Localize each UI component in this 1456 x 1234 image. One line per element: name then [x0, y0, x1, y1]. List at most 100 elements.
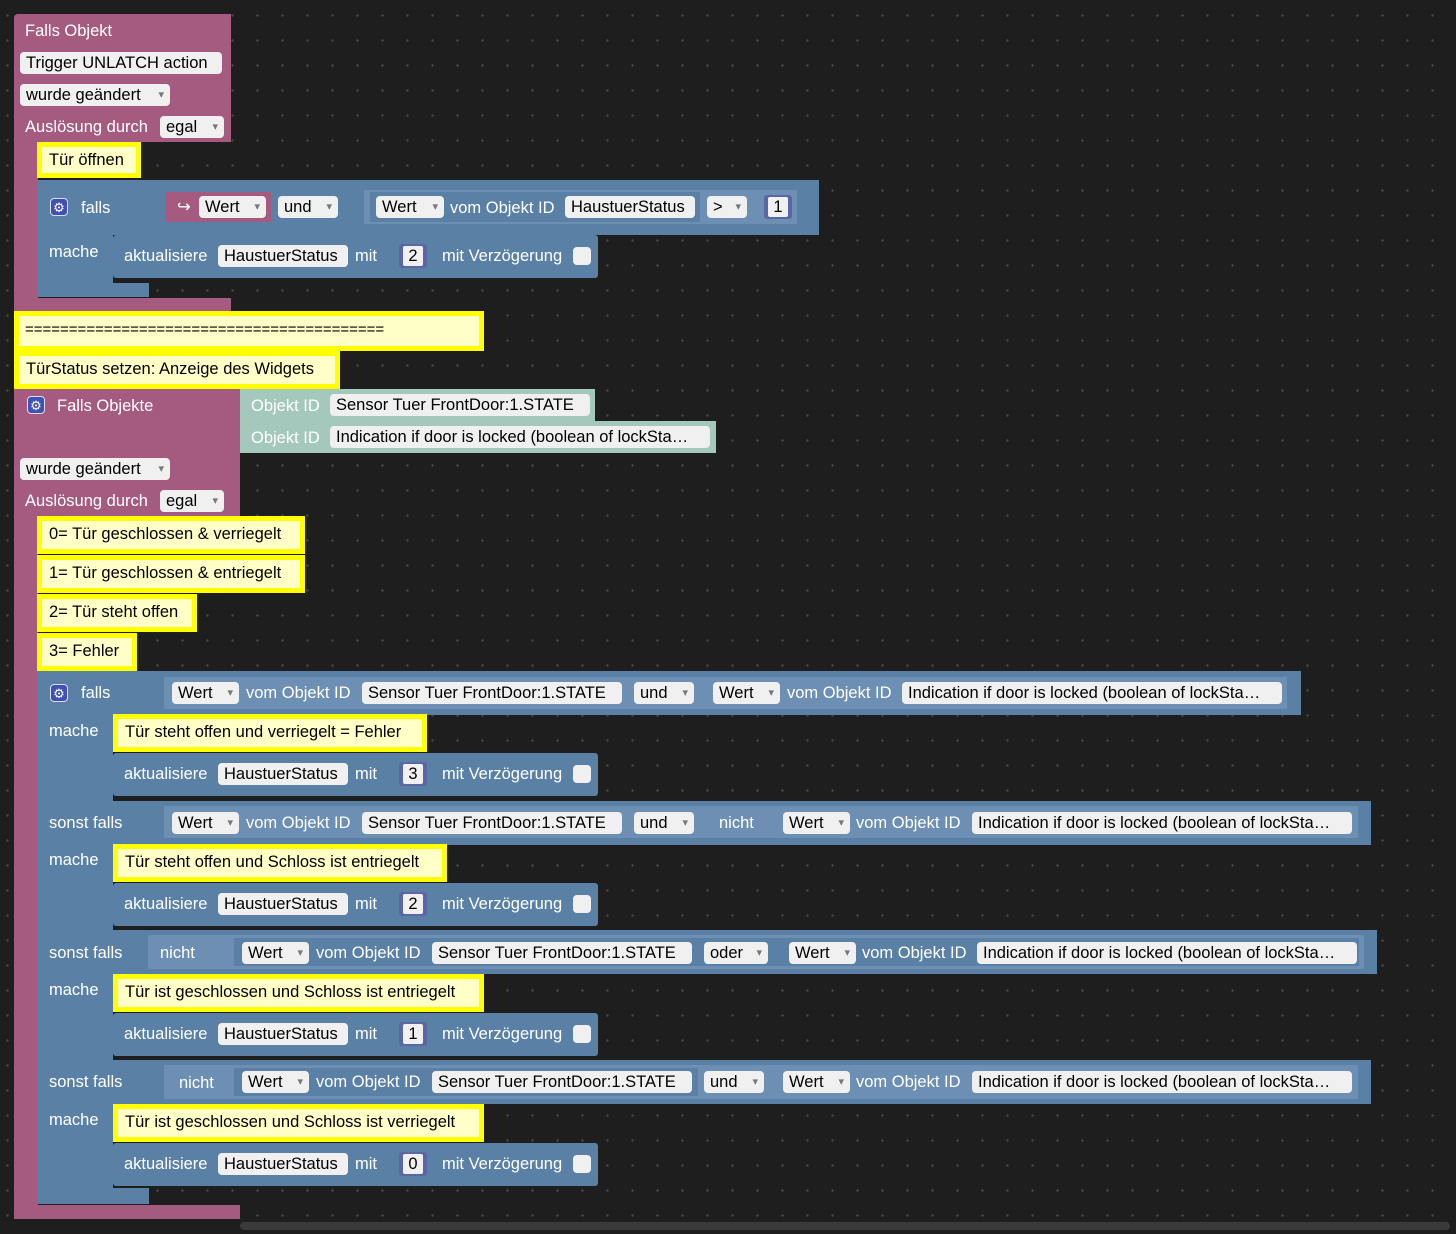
- comment-block[interactable]: [37, 516, 305, 554]
- comment-block[interactable]: [113, 844, 447, 882]
- comment-block[interactable]: [37, 594, 197, 632]
- number-block[interactable]: 3: [399, 762, 427, 786]
- comment-text: Tür steht offen und Schloss ist entriege…: [125, 853, 420, 871]
- comment-text: Tür ist geschlossen und Schloss ist entr…: [125, 983, 456, 1001]
- logic-dropdown[interactable]: und: [704, 1071, 764, 1093]
- comment-block[interactable]: [113, 974, 484, 1012]
- value-dropdown[interactable]: Wert: [242, 942, 309, 964]
- update-block[interactable]: [113, 235, 598, 278]
- update-label: aktualisiere: [124, 1155, 208, 1173]
- delay-label: mit Verzögerung: [442, 1155, 563, 1173]
- do-label: mache: [49, 851, 99, 869]
- logic-dropdown[interactable]: und: [634, 812, 694, 834]
- object-id-field[interactable]: Indication if door is locked (boolean of…: [977, 942, 1357, 964]
- object-id-label: vom Objekt ID: [787, 684, 892, 702]
- comment-block[interactable]: [37, 555, 305, 593]
- object-id-field[interactable]: HaustuerStatus: [218, 763, 348, 785]
- number-block[interactable]: 2: [399, 244, 427, 268]
- comment-text: ========================================…: [25, 321, 385, 338]
- gear-icon[interactable]: ⚙: [50, 198, 68, 216]
- not-label: nicht: [719, 814, 754, 832]
- update-block[interactable]: [113, 1013, 598, 1056]
- comment-text: 1= Tür geschlossen & entriegelt: [49, 564, 282, 582]
- event-block-bottom: [14, 298, 231, 312]
- return-arrow-icon: ↪: [177, 198, 191, 216]
- else-if-label: sonst falls: [49, 1073, 123, 1091]
- with-label: mit: [355, 247, 377, 265]
- comment-block[interactable]: [113, 1104, 484, 1142]
- value-dropdown[interactable]: Wert: [783, 1071, 850, 1093]
- comment-block[interactable]: [14, 351, 340, 389]
- object-id-field[interactable]: HaustuerStatus: [218, 1153, 348, 1175]
- changed-dropdown[interactable]: wurde geändert: [20, 84, 170, 106]
- value-dropdown[interactable]: Wert: [172, 812, 239, 834]
- value-dropdown[interactable]: Wert: [199, 196, 266, 218]
- logic-dropdown[interactable]: oder: [704, 942, 768, 964]
- number-block[interactable]: 0: [399, 1152, 427, 1176]
- event-block-left-rail: [14, 515, 38, 1208]
- event-block-bottom: [14, 1205, 240, 1219]
- logic-dropdown[interactable]: und: [278, 196, 338, 218]
- update-block[interactable]: [113, 1143, 598, 1186]
- object-id-field[interactable]: Sensor Tuer FrontDoor:1.STATE: [330, 394, 590, 416]
- value-dropdown[interactable]: Wert: [242, 1071, 309, 1093]
- trigger-label: Auslösung durch: [25, 492, 148, 510]
- object-id-label: vom Objekt ID: [856, 1073, 961, 1091]
- object-id-label: vom Objekt ID: [450, 199, 555, 217]
- object-id-field[interactable]: Indication if door is locked (boolean of…: [330, 426, 710, 448]
- object-id-field[interactable]: HaustuerStatus: [218, 1023, 348, 1045]
- number-block[interactable]: 2: [399, 892, 427, 916]
- if-label: falls: [81, 199, 111, 217]
- update-label: aktualisiere: [124, 765, 208, 783]
- object-id-field[interactable]: Sensor Tuer FrontDoor:1.STATE: [432, 942, 692, 964]
- with-label: mit: [355, 1025, 377, 1043]
- value-dropdown[interactable]: Wert: [789, 942, 856, 964]
- value-dropdown[interactable]: Wert: [376, 196, 444, 218]
- object-id-field[interactable]: Sensor Tuer FrontDoor:1.STATE: [432, 1071, 692, 1093]
- trigger-object-field[interactable]: Trigger UNLATCH action: [20, 52, 222, 74]
- object-id-field[interactable]: HaustuerStatus: [565, 196, 695, 218]
- object-id-field[interactable]: Indication if door is locked (boolean of…: [972, 1071, 1352, 1093]
- comment-block[interactable]: [14, 311, 484, 351]
- object-id-field[interactable]: Sensor Tuer FrontDoor:1.STATE: [362, 682, 622, 704]
- gear-icon[interactable]: ⚙: [27, 396, 45, 414]
- delay-checkbox[interactable]: [573, 895, 591, 913]
- horizontal-scrollbar[interactable]: [240, 1222, 1450, 1230]
- number-block[interactable]: 1: [764, 195, 792, 219]
- value-dropdown[interactable]: Wert: [713, 682, 780, 704]
- delay-checkbox[interactable]: [573, 1025, 591, 1043]
- not-label: nicht: [160, 944, 195, 962]
- gear-icon[interactable]: ⚙: [50, 684, 68, 702]
- delay-label: mit Verzögerung: [442, 1025, 563, 1043]
- operator-dropdown[interactable]: >: [707, 196, 747, 218]
- changed-dropdown[interactable]: wurde geändert: [20, 458, 170, 480]
- comment-block[interactable]: [37, 633, 137, 671]
- comment-block[interactable]: [113, 714, 427, 752]
- object-id-field[interactable]: Indication if door is locked (boolean of…: [902, 682, 1282, 704]
- logic-dropdown[interactable]: und: [634, 682, 694, 704]
- delay-checkbox[interactable]: [573, 247, 591, 265]
- comment-text: 3= Fehler: [49, 642, 120, 660]
- object-id-label: vom Objekt ID: [856, 814, 961, 832]
- update-label: aktualisiere: [124, 1025, 208, 1043]
- object-id-field[interactable]: HaustuerStatus: [218, 245, 348, 267]
- value-dropdown[interactable]: Wert: [783, 812, 850, 834]
- trigger-dropdown[interactable]: egal: [160, 490, 224, 512]
- object-id-field[interactable]: HaustuerStatus: [218, 893, 348, 915]
- block-title: Falls Objekte: [57, 397, 154, 415]
- object-id-field[interactable]: Sensor Tuer FrontDoor:1.STATE: [362, 812, 622, 834]
- comment-block[interactable]: [37, 142, 141, 178]
- value-dropdown[interactable]: Wert: [172, 682, 239, 704]
- update-label: aktualisiere: [124, 895, 208, 913]
- if-block-bottom: [37, 1188, 149, 1204]
- number-block[interactable]: 1: [399, 1022, 427, 1046]
- object-id-field[interactable]: Indication if door is locked (boolean of…: [972, 812, 1352, 834]
- trigger-dropdown[interactable]: egal: [160, 116, 224, 138]
- object-id-label: vom Objekt ID: [246, 814, 351, 832]
- delay-checkbox[interactable]: [573, 765, 591, 783]
- delay-checkbox[interactable]: [573, 1155, 591, 1173]
- if-block-bottom: [37, 283, 149, 297]
- update-block[interactable]: [113, 883, 598, 926]
- update-block[interactable]: [113, 753, 598, 796]
- object-id-label: vom Objekt ID: [862, 944, 967, 962]
